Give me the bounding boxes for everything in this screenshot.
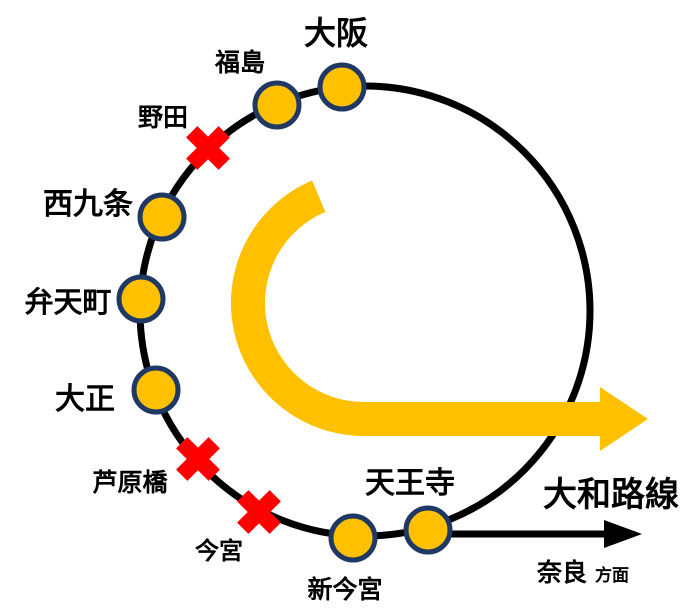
station-marker-bentencho	[116, 274, 166, 324]
branch-line-label: 大和路線	[543, 475, 679, 515]
station-label-noda: 野田	[138, 103, 188, 132]
station-label-ashiharabashi: 芦原橋	[92, 468, 168, 497]
destination-label: 奈良	[536, 558, 587, 587]
x-mark-icon-imamiya	[237, 490, 281, 534]
x-mark-icon-noda	[186, 126, 230, 170]
station-marker-nishikujo	[137, 192, 187, 242]
station-label-osaka: 大阪	[304, 14, 368, 52]
direction-suffix-label: 方面	[595, 565, 629, 586]
station-label-imamiya: 今宮	[195, 537, 243, 565]
station-label-fukushima: 福島	[214, 48, 265, 77]
station-label-nishikujo: 西九条	[43, 187, 133, 222]
right-arrow-icon	[604, 520, 642, 548]
station-marker-shin-imamiya	[328, 513, 378, 563]
x-mark-icon-ashiharabashi	[176, 437, 220, 481]
station-marker-taisho	[131, 365, 181, 415]
station-marker-tennoji	[403, 505, 453, 555]
u-turn-right-arrow-icon	[231, 180, 600, 436]
station-label-shin-imamiya: 新今宮	[307, 575, 382, 604]
station-label-taisho: 大正	[55, 382, 115, 417]
u-turn-arrow-head-icon	[600, 387, 648, 451]
station-label-tennoji: 天王寺	[365, 466, 455, 501]
station-marker-fukushima	[252, 80, 302, 130]
station-marker-osaka	[317, 62, 367, 112]
station-label-bentencho: 弁天町	[24, 285, 111, 319]
